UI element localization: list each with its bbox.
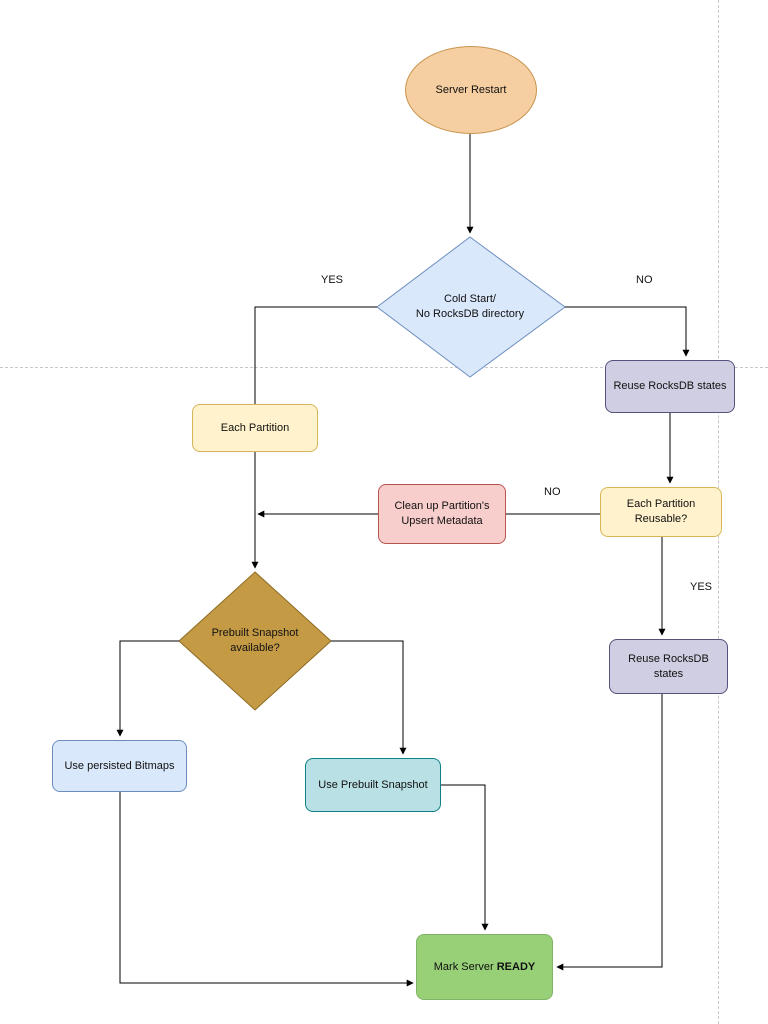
mark-ready-prefix: Mark Server: [433, 960, 497, 973]
reusable-no-label: NO: [544, 486, 561, 498]
edge-coldstart-yes: [254, 306, 377, 404]
prebuilt-snapshot-diamond: [178, 571, 332, 711]
reuse-rocksdb-states-node: Reuse RocksDB states: [605, 360, 735, 413]
edge-bitmaps-to-ready: [119, 792, 414, 987]
cold-start-yes-label: YES: [321, 274, 344, 286]
server-restart-node: Server Restart: [405, 46, 537, 134]
edge-snapshot-to-ready: [441, 784, 489, 931]
use-prebuilt-snapshot-node: Use Prebuilt Snapshot: [305, 758, 441, 812]
page-boundary-horizontal: [0, 367, 768, 368]
reuse-rocksdb-states-bottom-node: Reuse RocksDB states: [609, 639, 728, 694]
cold-start-label: Cold Start/ No RocksDB directory: [415, 293, 525, 320]
each-partition-node: Each Partition: [192, 404, 318, 452]
each-partition-reusable-node: Each Partition Reusable?: [600, 487, 722, 537]
reusable-yes-label: YES: [690, 581, 713, 593]
use-persisted-bitmaps-node: Use persisted Bitmaps: [52, 740, 187, 792]
mark-ready-bold: READY: [496, 960, 536, 973]
mark-server-ready-node: Mark Server READY: [416, 934, 553, 1000]
edge-prebuilt-right: [331, 640, 407, 755]
edge-coldstart-no: [565, 306, 690, 357]
prebuilt-snapshot-label: Prebuilt Snapshot available?: [211, 627, 299, 654]
cold-start-no-label: NO: [636, 274, 653, 286]
clean-up-partition-node: Clean up Partition's Upsert Metadata: [378, 484, 506, 544]
cold-start-diamond: [376, 236, 566, 378]
edge-prebuilt-left: [116, 640, 179, 737]
edge-reuse-bottom-to-ready: [556, 694, 663, 971]
